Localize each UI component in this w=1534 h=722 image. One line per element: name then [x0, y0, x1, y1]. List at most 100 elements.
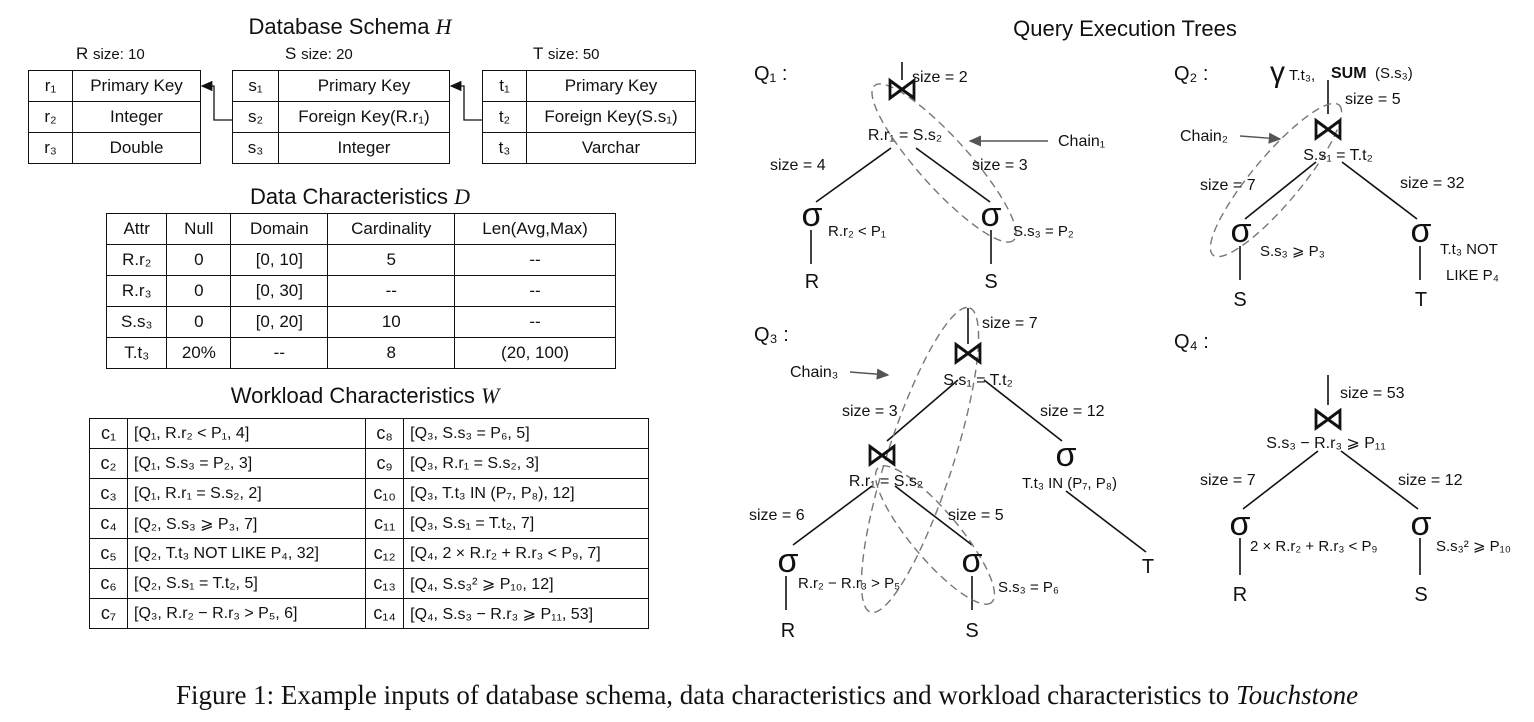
q3-mid-right-size: size = 12 — [1040, 403, 1105, 420]
q4-right-leaf: S — [1414, 584, 1427, 606]
q4-left-size: size = 7 — [1200, 472, 1256, 489]
sigma-icon: σ — [1411, 212, 1432, 250]
q2-agg-arg: (S.s₃) — [1375, 65, 1413, 82]
workload-table: c₁[Q₁, R.r₂ < P₁, 4]c₈[Q₃, S.s₃ = P₆, 5]… — [89, 418, 649, 629]
q1-chain-label: Chain₁ — [1058, 133, 1105, 150]
q1-top-size: size = 2 — [912, 69, 968, 86]
q4-top-size: size = 53 — [1340, 385, 1405, 402]
chain3-ellipse-low — [874, 465, 996, 605]
sigma-icon: σ — [1056, 436, 1077, 474]
q4-left-leaf: R — [1233, 584, 1247, 606]
table-row: c₅[Q₂, T.t₃ NOT LIKE P₄, 32]c₁₂[Q₄, 2 × … — [89, 538, 649, 569]
q3-right-sel: T.t₃ IN (P₇, P₈) — [1022, 475, 1117, 492]
q2-left-sel: S.s₃ ⩾ P₃ — [1260, 243, 1325, 260]
q2-right-sel-1: T.t₃ NOT — [1440, 241, 1498, 258]
join-icon: ⋈ — [865, 436, 899, 474]
q3-mid-sel: S.s₃ = P₆ — [998, 579, 1059, 596]
schema-title: Database Schema H — [248, 14, 452, 39]
q1-join-cond: R.r₁ = S.s₂ — [868, 127, 942, 144]
q4-right-size: size = 12 — [1398, 472, 1463, 489]
q2-join-cond: S.s₁ = T.t₂ — [1303, 147, 1373, 164]
q3-leaf-r: R — [781, 620, 795, 642]
q1-right-leaf: S — [984, 271, 997, 293]
sigma-icon: σ — [1230, 505, 1251, 543]
join-icon: ⋈ — [885, 70, 919, 108]
fk-arrow-t-to-s — [449, 80, 482, 121]
sigma-icon: σ — [1411, 505, 1432, 543]
q4-right-sel: S.s₃² ⩾ P₁₀ — [1436, 538, 1511, 555]
q4-left-sel: 2 × R.r₂ + R.r₃ < P₉ — [1250, 538, 1378, 555]
q3-top-size: size = 7 — [982, 315, 1038, 332]
q1-right-sel: S.s₃ = P₂ — [1013, 223, 1074, 240]
table-row: c₇[Q₃, R.r₂ − R.r₃ > P₅, 6]c₁₄[Q₄, S.s₃ … — [89, 598, 649, 629]
q2-left-leaf: S — [1233, 289, 1246, 311]
q3-left-sel: R.r₂ − R.r₃ > P₅ — [798, 575, 900, 592]
q1-left-size: size = 4 — [770, 157, 826, 174]
table-row: c₃[Q₁, R.r₁ = S.s₂, 2]c₁₀[Q₃, T.t₃ IN (P… — [89, 478, 649, 509]
table-row: c₆[Q₂, S.s₁ = T.t₂, 5]c₁₃[Q₄, S.s₃² ⩾ P₁… — [89, 568, 649, 599]
figure-caption: Figure 1: Example inputs of database sch… — [175, 680, 1359, 710]
table-t-name: T size: 50 — [533, 44, 600, 63]
q3-mid-left-size: size = 3 — [842, 403, 898, 420]
table-row: c₄[Q₂, S.s₃ ⩾ P₃, 7]c₁₁[Q₃, S.s₁ = T.t₂,… — [89, 508, 649, 539]
sigma-icon: σ — [778, 542, 799, 580]
q3-low-right-size: size = 5 — [948, 507, 1004, 524]
q3-leaf-t: T — [1142, 556, 1154, 578]
q1-right-size: size = 3 — [972, 157, 1028, 174]
sigma-icon: σ — [981, 196, 1002, 234]
q3-label: Q₃ : — [754, 324, 789, 346]
join-icon: ⋈ — [1311, 400, 1345, 438]
join-icon: ⋈ — [951, 334, 985, 372]
q2-agg-group: T.t₃, — [1289, 67, 1315, 84]
workload-title: Workload Characteristics W — [230, 383, 500, 408]
fk-arrow-s-to-r — [200, 80, 232, 121]
table-row: c₂[Q₁, S.s₃ = P₂, 3]c₉[Q₃, R.r₁ = S.s₂, … — [89, 448, 649, 479]
q2-right-sel-2: LIKE P₄ — [1446, 267, 1499, 284]
table-r-name: R size: 10 — [76, 44, 145, 63]
data-char-title: Data Characteristics D — [249, 184, 471, 209]
q2-chain-label: Chain₂ — [1180, 128, 1228, 145]
q3-chain-label: Chain₃ — [790, 364, 838, 381]
chain3-ellipse — [860, 306, 980, 614]
q3-join-top: S.s₁ = T.t₂ — [943, 372, 1013, 389]
chain2-ellipse — [1209, 102, 1343, 258]
q1-label: Q₁ : — [754, 63, 787, 85]
table-s-name: S size: 20 — [285, 44, 353, 63]
q2-right-size: size = 32 — [1400, 175, 1465, 192]
q3-low-left-size: size = 6 — [749, 507, 805, 524]
sigma-icon: σ — [962, 542, 983, 580]
q4-join-cond: S.s₃ − R.r₃ ⩾ P₁₁ — [1266, 435, 1385, 452]
q2-label: Q₂ : — [1174, 63, 1208, 85]
q1-left-sel: R.r₂ < P₁ — [828, 223, 886, 240]
sigma-icon: σ — [802, 196, 823, 234]
q3-join-low: R.r₁ = S.s₂ — [849, 473, 923, 490]
q1-left-leaf: R — [805, 271, 819, 293]
gamma-icon: γ — [1270, 56, 1285, 89]
table-row: c₁[Q₁, R.r₂ < P₁, 4]c₈[Q₃, S.s₃ = P₆, 5] — [89, 418, 649, 449]
q2-top-size: size = 5 — [1345, 91, 1401, 108]
join-icon: ⋈ — [1311, 110, 1345, 148]
chain1-ellipse — [871, 83, 1017, 243]
sigma-icon: σ — [1231, 212, 1252, 250]
q2-right-leaf: T — [1415, 289, 1427, 311]
trees-title: Query Execution Trees — [1013, 16, 1237, 41]
q4-label: Q₄ : — [1174, 331, 1209, 353]
q3-leaf-s: S — [965, 620, 978, 642]
q2-agg-fn: SUM — [1331, 65, 1367, 82]
tree-edges — [785, 62, 1421, 610]
